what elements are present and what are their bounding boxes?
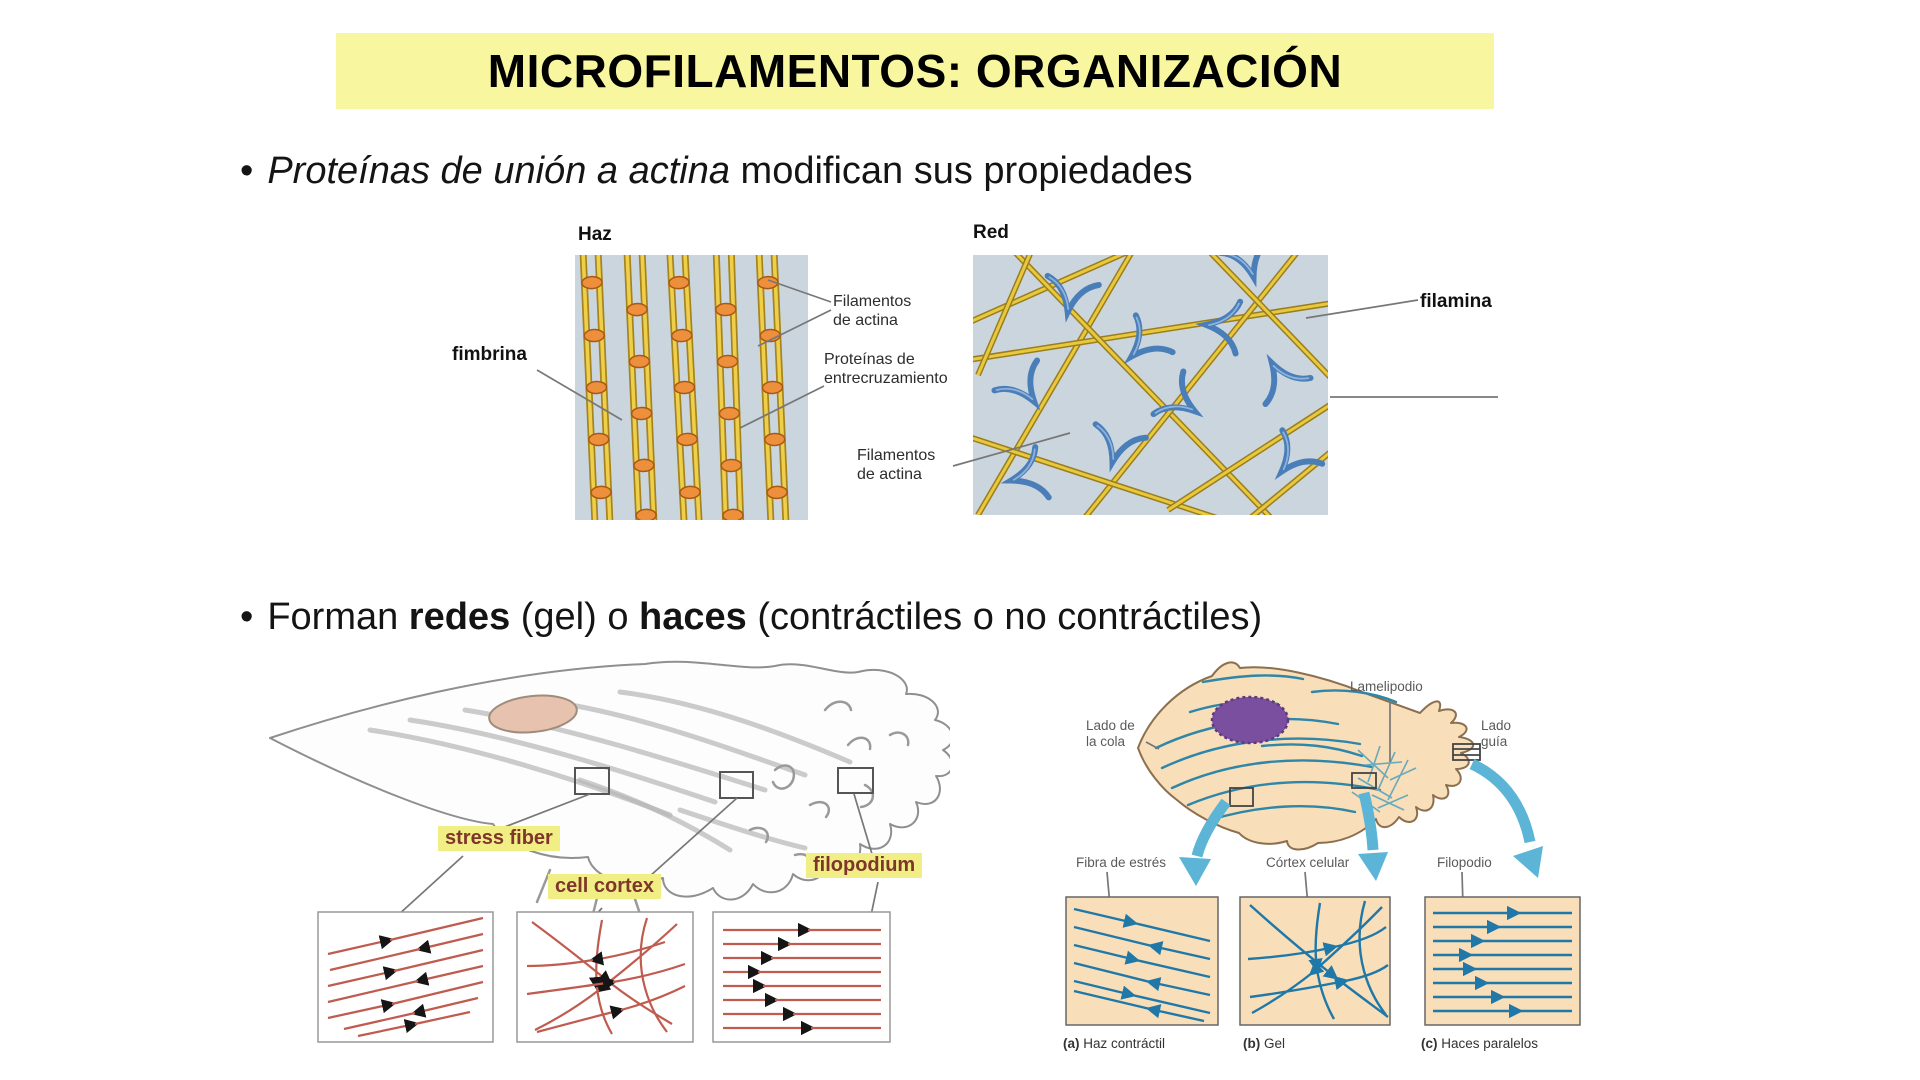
label-cortex-celular: Córtex celular bbox=[1266, 855, 1350, 870]
nucleus bbox=[1210, 695, 1290, 745]
red-network-panel bbox=[973, 255, 1328, 515]
label-line: Filamentos bbox=[833, 293, 912, 310]
caption-haces-paralelos: (c) Haces paralelos bbox=[1421, 1036, 1538, 1051]
bullet2-mid: (gel) o bbox=[510, 596, 640, 638]
bullet-marker: • bbox=[240, 596, 254, 638]
bullet-networks-bundles: • Forman redes (gel) o haces (contráctile… bbox=[240, 596, 1262, 639]
caption-tag: (a) bbox=[1063, 1036, 1080, 1051]
sketch-cell-figure bbox=[269, 660, 950, 1043]
detail-boxes bbox=[574, 767, 874, 799]
bullet2-bold-redes: redes bbox=[408, 596, 511, 638]
label-lado-cola: Lado de la cola bbox=[1086, 718, 1135, 749]
label-line: Lado de bbox=[1086, 718, 1135, 733]
label-fimbrina: fimbrina bbox=[452, 344, 527, 365]
label-actin-filaments-2: Filamentos de actina bbox=[857, 446, 935, 484]
caption-haz-contractil: (a) Haz contráctil bbox=[1063, 1036, 1165, 1051]
label-line: guía bbox=[1481, 733, 1508, 749]
label-line: la cola bbox=[1086, 733, 1126, 749]
bullet-marker: • bbox=[240, 150, 254, 192]
top-figure-leader-lines bbox=[536, 279, 1498, 467]
page-title: MICROFILAMENTOS: ORGANIZACIÓN bbox=[487, 45, 1343, 97]
bullet2-bold-haces: haces bbox=[639, 596, 747, 638]
bullet1-rest-text: modifican sus propiedades bbox=[729, 150, 1193, 192]
bullet-actin-binding-proteins: • Proteínas de unión a actina modifican s… bbox=[240, 150, 1193, 193]
caption-tag: (b) bbox=[1243, 1036, 1261, 1051]
label-line: entrecruzamiento bbox=[824, 370, 948, 387]
filopodium-filaments bbox=[723, 922, 881, 1036]
bullet2-pre: Forman bbox=[267, 596, 409, 638]
stress-fiber-panel bbox=[317, 911, 494, 1043]
filopodio-filaments bbox=[1433, 905, 1572, 1019]
caption-text: Haz contráctil bbox=[1079, 1036, 1166, 1051]
red-panel-title: Red bbox=[973, 222, 1009, 243]
haz-bundle-panel bbox=[575, 255, 808, 520]
haz-panel-title: Haz bbox=[578, 224, 612, 245]
bullet2-post: (contráctiles o no contráctiles) bbox=[746, 596, 1263, 638]
label-cell-cortex: cell cortex bbox=[548, 874, 661, 899]
bundle-network-figure bbox=[536, 255, 1498, 520]
cortex-celular-filaments bbox=[1247, 900, 1389, 1020]
caption-gel: (b) Gel bbox=[1243, 1036, 1285, 1051]
label-filamina: filamina bbox=[1420, 291, 1492, 312]
caption-tag: (c) bbox=[1421, 1036, 1438, 1051]
migrating-cell-figure bbox=[1065, 661, 1581, 1026]
label-fibra-estres: Fibra de estrés bbox=[1076, 855, 1167, 870]
label-line: Proteínas de bbox=[824, 351, 915, 368]
label-filopodio: Filopodio bbox=[1437, 855, 1492, 870]
label-line: de actina bbox=[833, 312, 898, 329]
caption-text: Gel bbox=[1260, 1036, 1286, 1051]
filopodium-panel bbox=[712, 911, 891, 1043]
label-filopodium: filopodium bbox=[806, 853, 923, 878]
label-stress-fiber: stress fiber bbox=[438, 826, 560, 851]
label-lamelipodio: Lamelipodio bbox=[1350, 679, 1423, 694]
stress-fiber-filaments bbox=[327, 916, 484, 1038]
label-actin-filaments-1: Filamentos de actina bbox=[833, 292, 911, 330]
filopodio-panel bbox=[1424, 896, 1581, 1026]
title-highlight-band: MICROFILAMENTOS: ORGANIZACIÓN bbox=[336, 33, 1494, 109]
cell-body bbox=[1137, 661, 1481, 851]
caption-text: Haces paralelos bbox=[1437, 1036, 1539, 1051]
nucleus-sketch bbox=[488, 694, 578, 734]
bullet1-italic-text: Proteínas de unión a actina bbox=[267, 150, 730, 192]
label-line: de actina bbox=[857, 466, 922, 483]
fibra-estres-filaments bbox=[1073, 907, 1211, 1023]
label-line: Filamentos bbox=[857, 447, 936, 464]
label-crosslink-proteins: Proteínas de entrecruzamiento bbox=[824, 350, 948, 388]
label-line: Lado bbox=[1481, 718, 1512, 733]
zoom-arrows bbox=[1179, 759, 1543, 886]
cell-cortex-filaments bbox=[526, 917, 686, 1035]
label-lado-guia: Lado guía bbox=[1481, 718, 1511, 749]
